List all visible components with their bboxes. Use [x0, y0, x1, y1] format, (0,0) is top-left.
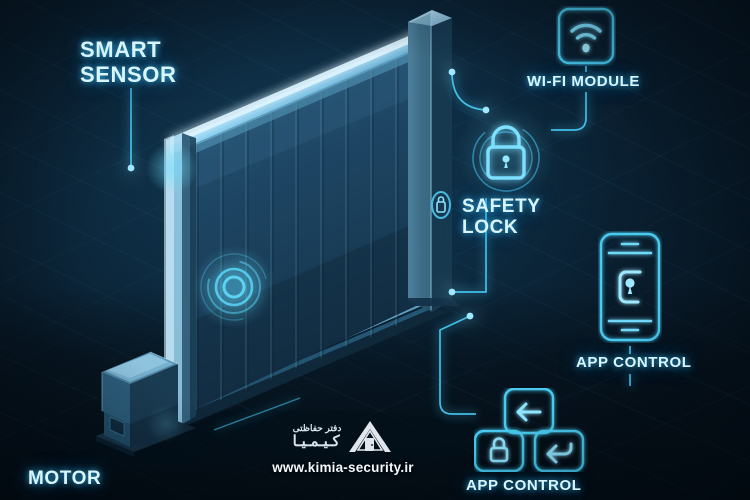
watermark-farsi-text: دفتر حفاظتی کـیـمـیـا [292, 423, 342, 450]
padlock-icon [489, 437, 509, 463]
connector-wifi-module [551, 92, 587, 131]
small-lock-indicator-icon[interactable] [430, 190, 452, 220]
remote-button-lock [473, 429, 525, 473]
padlock-icon[interactable] [464, 112, 548, 196]
remote-button-close [533, 429, 585, 473]
smartphone-icon[interactable] [598, 231, 662, 343]
wifi-icon[interactable] [556, 6, 616, 66]
remote-buttons-icon[interactable] [473, 387, 588, 473]
node-safety-lock-bottom [448, 288, 456, 296]
watermark-farsi-bottom: کـیـمـیـا [292, 432, 340, 450]
label-safety-lock: SAFETY LOCK [462, 196, 541, 239]
label-app-control-remote: APP CONTROL [466, 477, 582, 494]
connector-safety-lock-top [451, 71, 487, 111]
node-wifi-branch [448, 68, 456, 76]
label-wifi-module: WI-FI MODULE [527, 73, 641, 90]
arrow-left-hook-icon [546, 442, 573, 464]
watermark-url[interactable]: www.kimia-security.ir [272, 460, 414, 475]
label-motor: MOTOR [28, 468, 102, 489]
arrow-left-icon [516, 402, 542, 422]
label-app-control-phone: APP CONTROL [576, 354, 692, 371]
concentric-rings-sensor-icon[interactable] [195, 248, 273, 326]
watermark-logo-row: دفتر حفاظتی کـیـمـیـا [232, 418, 454, 456]
label-smart-sensor: SMART SENSOR [80, 37, 177, 87]
remote-button-open [503, 387, 555, 435]
watermark-farsi-top: دفتر حفاظتی [292, 423, 342, 434]
connector-remote [439, 315, 476, 415]
node-remote-branch [466, 312, 474, 320]
watermark[interactable]: دفتر حفاظتی کـیـمـیـا www.kimia-security… [232, 418, 454, 475]
node-smart-sensor [127, 164, 135, 172]
kimia-house-door-logo-icon [349, 421, 392, 452]
